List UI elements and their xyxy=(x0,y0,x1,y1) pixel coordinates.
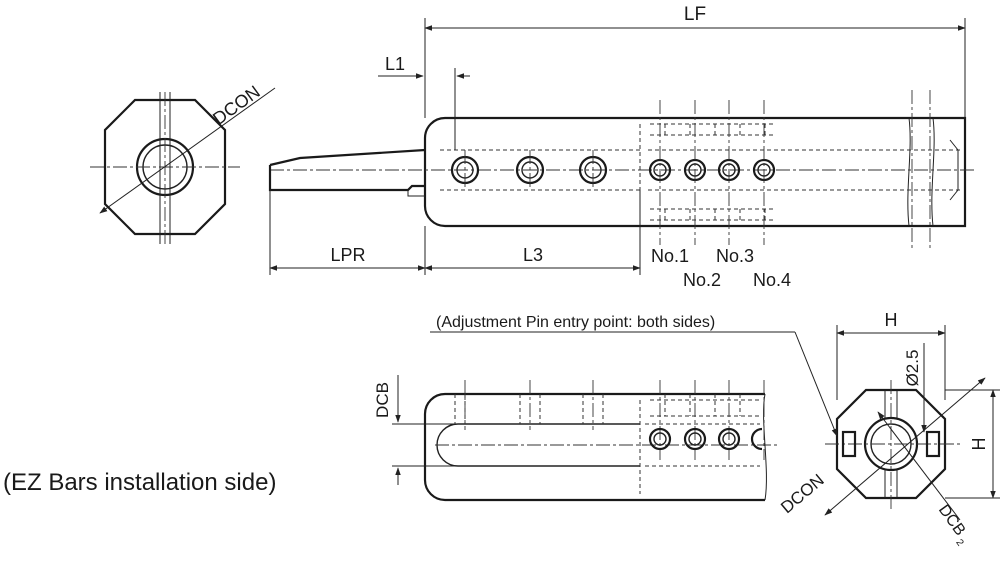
label-l3: L3 xyxy=(523,245,543,265)
label-lf: LF xyxy=(684,4,706,25)
label-pin-note: (Adjustment Pin entry point: both sides) xyxy=(436,314,715,331)
side-view-bottom xyxy=(392,375,780,502)
label-dcon-top: DCON xyxy=(209,81,264,128)
label-l1: L1 xyxy=(385,54,405,74)
label-lpr: LPR xyxy=(330,245,365,265)
end-view-top xyxy=(90,87,276,244)
side-view-top xyxy=(268,90,975,250)
label-dcon-bottom: DCON xyxy=(777,470,828,517)
label-no4: No.4 xyxy=(753,270,791,290)
label-h-top: H xyxy=(885,310,898,330)
label-d25: Ø2.5 xyxy=(903,350,922,387)
label-no1: No.1 xyxy=(651,246,689,266)
label-dcb2-sub: 2 xyxy=(953,537,965,548)
label-h-side: H xyxy=(969,438,989,451)
label-no3: No.3 xyxy=(716,246,754,266)
label-dcb2-group: DCB 2 xyxy=(935,502,969,549)
dimensions-top xyxy=(269,18,966,275)
label-dcb: DCB xyxy=(373,382,392,418)
label-dcb2: DCB xyxy=(935,502,969,539)
label-no2: No.2 xyxy=(683,270,721,290)
end-view-bottom xyxy=(430,325,1000,521)
label-ez-note: (EZ Bars installation side) xyxy=(3,469,276,496)
